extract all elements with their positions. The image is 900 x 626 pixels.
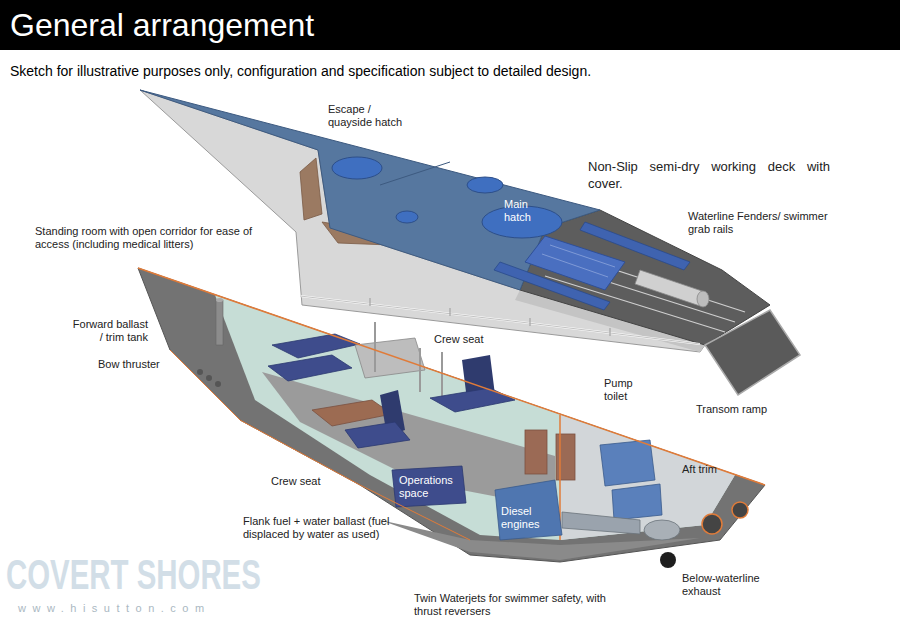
callout-label: Aft trim <box>682 463 717 476</box>
title-text: General arrangement <box>10 6 314 44</box>
callout-label: Below-waterline exhaust <box>682 572 770 598</box>
callout-label: Non-Slip semi-dry working deck with cove… <box>588 158 830 192</box>
callout-label: Transom ramp <box>696 403 767 416</box>
callout-label: Escape / quayside hatch <box>328 103 410 129</box>
callout-label: Diesel engines <box>501 505 546 531</box>
watermark: COVERT SHORES <box>6 552 261 598</box>
callout-label: Pump toilet <box>604 377 646 403</box>
callout-label: Flank fuel + water ballast (fuel displac… <box>243 515 418 541</box>
callout-label: Waterline Fenders/ swimmer grab rails <box>688 210 838 236</box>
callout-label: Twin Waterjets for swimmer safety, with … <box>414 592 614 618</box>
caption-text: Sketch for illustrative purposes only, c… <box>10 63 591 80</box>
callout-label: Crew seat <box>434 333 484 346</box>
callout-label: Standing room with open corridor for eas… <box>35 225 283 251</box>
callout-label: Forward ballast / trim tank <box>70 318 148 344</box>
callout-label: Operations space <box>399 474 461 500</box>
callout-label: Main hatch <box>504 198 546 224</box>
callout-label: Crew seat <box>271 475 321 488</box>
callout-label: Bow thruster <box>98 358 160 371</box>
watermark-url: www.hisutton.com <box>18 602 211 615</box>
